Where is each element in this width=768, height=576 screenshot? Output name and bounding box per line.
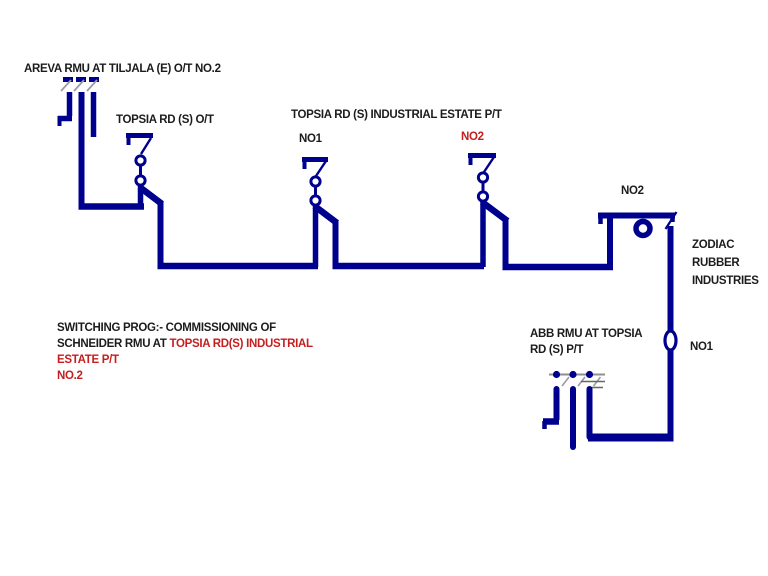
label-topsia-ot: TOPSIA RD (S) O/T xyxy=(116,114,214,126)
ring-node xyxy=(633,218,653,239)
topsia-ot-switch-symbol xyxy=(126,133,164,266)
label-zodiac-line1: ZODIAC xyxy=(692,239,735,251)
label-zodiac-line2: RUBBER xyxy=(692,257,740,269)
open-blade xyxy=(664,211,678,230)
switching-program-note: SWITCHING PROG:- COMMISSIONING OF SCHNEI… xyxy=(57,320,313,384)
note-line1: SWITCHING PROG:- COMMISSIONING OF xyxy=(57,322,276,334)
abb-rmu-symbol xyxy=(542,370,674,450)
label-industrial-estate-title: TOPSIA RD (S) INDUSTRIAL ESTATE P/T xyxy=(291,109,502,121)
label-abb-line2: RD (S) P/T xyxy=(530,344,584,356)
no1-switch-symbol xyxy=(302,157,339,267)
label-no2-left: NO2 xyxy=(461,131,484,143)
label-abb-line1: ABB RMU AT TOPSIA xyxy=(530,328,643,340)
label-abb-rmu: ABB RMU AT TOPSIA RD (S) P/T xyxy=(530,326,643,358)
note-line3: ESTATE P/T xyxy=(57,354,119,366)
label-no2-right: NO2 xyxy=(621,185,644,197)
no1-cable-joint xyxy=(663,329,678,352)
note-line2-black: SCHNEIDER RMU AT xyxy=(57,338,170,350)
areva-rmu-symbol xyxy=(57,77,144,210)
note-line2-red: TOPSIA RD(S) INDUSTRIAL xyxy=(169,338,313,350)
no2-switch-symbol xyxy=(468,153,510,267)
zodiac-tee-symbol xyxy=(598,211,678,267)
label-zodiac-rubber-industries: ZODIAC RUBBER INDUSTRIES xyxy=(692,236,759,290)
zodiac-feeder xyxy=(663,226,678,441)
label-no1-right: NO1 xyxy=(690,341,713,353)
label-zodiac-line3: INDUSTRIES xyxy=(692,275,759,287)
label-no1-left: NO1 xyxy=(299,133,322,145)
note-line2: SCHNEIDER RMU AT TOPSIA RD(S) INDUSTRIAL xyxy=(57,336,313,352)
label-areva-rmu: AREVA RMU AT TILJALA (E) O/T NO.2 xyxy=(24,63,221,75)
note-line4: NO.2 xyxy=(57,370,83,382)
